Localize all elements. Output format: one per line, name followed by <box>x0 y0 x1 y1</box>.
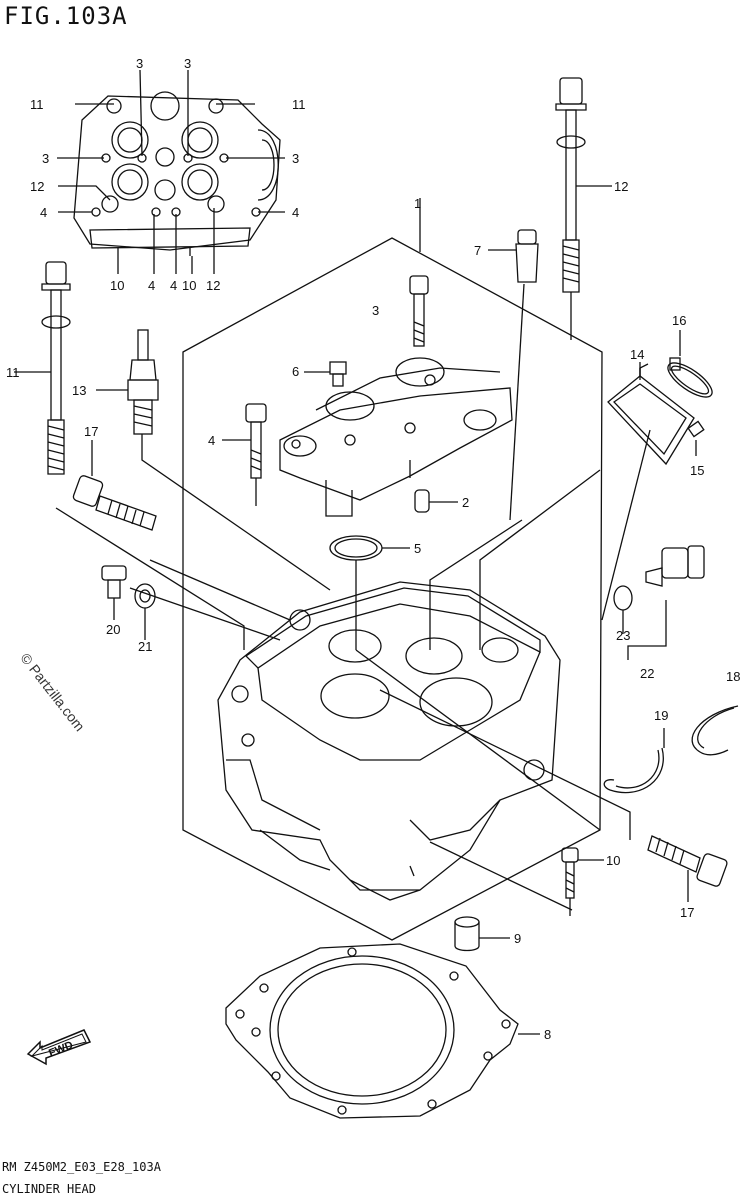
fwd-arrow-icon: FWD <box>26 1029 92 1066</box>
callout-5: 5 <box>414 541 421 556</box>
figure-title: FIG.103A <box>4 2 128 30</box>
inset-callout-4d: 4 <box>170 278 177 293</box>
inset-callout-10b: 10 <box>182 278 196 293</box>
inset-callout-12b: 12 <box>206 278 220 293</box>
temp-sensor <box>627 545 705 660</box>
callout-19: 19 <box>654 708 668 723</box>
callout-8: 8 <box>544 1027 551 1042</box>
inset-callout-3c: 3 <box>42 151 49 166</box>
head-gasket-8 <box>225 943 540 1119</box>
callout-7: 7 <box>474 243 481 258</box>
callout-9: 9 <box>514 931 521 946</box>
callout-12: 12 <box>614 179 628 194</box>
callout-15: 15 <box>690 463 704 478</box>
inset-callout-4a: 4 <box>40 205 47 220</box>
cam-bolt-4 <box>222 403 267 506</box>
callout-23: 23 <box>616 628 630 643</box>
camshaft-holder <box>279 357 513 517</box>
stud-bolt-17-left <box>72 440 157 531</box>
callout-11: 11 <box>6 365 20 380</box>
inset-callout-3a: 3 <box>136 56 143 71</box>
callout-17-left: 17 <box>84 424 98 439</box>
clip-18 <box>691 705 739 756</box>
intake-pipe <box>601 362 695 621</box>
inset-callout-3b: 3 <box>184 56 191 71</box>
stud-bolt-17-right <box>647 835 728 902</box>
pin-7 <box>488 229 539 521</box>
fwd-label: FWD <box>47 1039 75 1060</box>
callout-20: 20 <box>106 622 120 637</box>
inset-callout-4b: 4 <box>292 205 299 220</box>
bolt-10 <box>561 847 604 916</box>
callout-14: 14 <box>630 347 644 362</box>
inset-callout-12a: 12 <box>30 179 44 194</box>
inset-callout-3d: 3 <box>292 151 299 166</box>
callout-2: 2 <box>462 495 469 510</box>
inset-callout-11a: 11 <box>30 97 44 112</box>
callout-10: 10 <box>606 853 620 868</box>
diagram-code: RM Z450M2_E03_E28_103A <box>2 1160 161 1174</box>
plug-bolt-6 <box>304 361 347 387</box>
callout-17-right: 17 <box>680 905 694 920</box>
bolt-20 <box>101 565 127 620</box>
callout-1: 1 <box>414 196 421 211</box>
callout-4: 4 <box>208 433 215 448</box>
clip-19 <box>603 747 664 794</box>
washer-21 <box>134 583 156 640</box>
clamp-16 <box>667 330 713 398</box>
head-bolt-right <box>555 77 612 340</box>
cam-bolt-3 <box>409 275 429 347</box>
cylinder-head-body <box>217 581 561 901</box>
inset-callout-4c: 4 <box>148 278 155 293</box>
screw-15 <box>687 420 705 456</box>
dowel-9 <box>454 916 510 952</box>
callout-3: 3 <box>372 303 379 318</box>
assembly-outline <box>182 237 603 941</box>
spark-plug <box>96 329 331 591</box>
head-bolt-long <box>14 261 71 475</box>
callout-16: 16 <box>672 313 686 328</box>
callout-13: 13 <box>72 383 86 398</box>
callout-21: 21 <box>138 639 152 654</box>
diagram-name: CYLINDER HEAD <box>2 1182 96 1196</box>
gasket-23 <box>613 585 633 611</box>
inset-callout-11b: 11 <box>292 97 306 112</box>
callout-18: 18 <box>726 669 740 684</box>
inset-head-top-view <box>57 69 285 274</box>
callout-6: 6 <box>292 364 299 379</box>
callout-22: 22 <box>640 666 654 681</box>
inset-callout-10a: 10 <box>110 278 124 293</box>
